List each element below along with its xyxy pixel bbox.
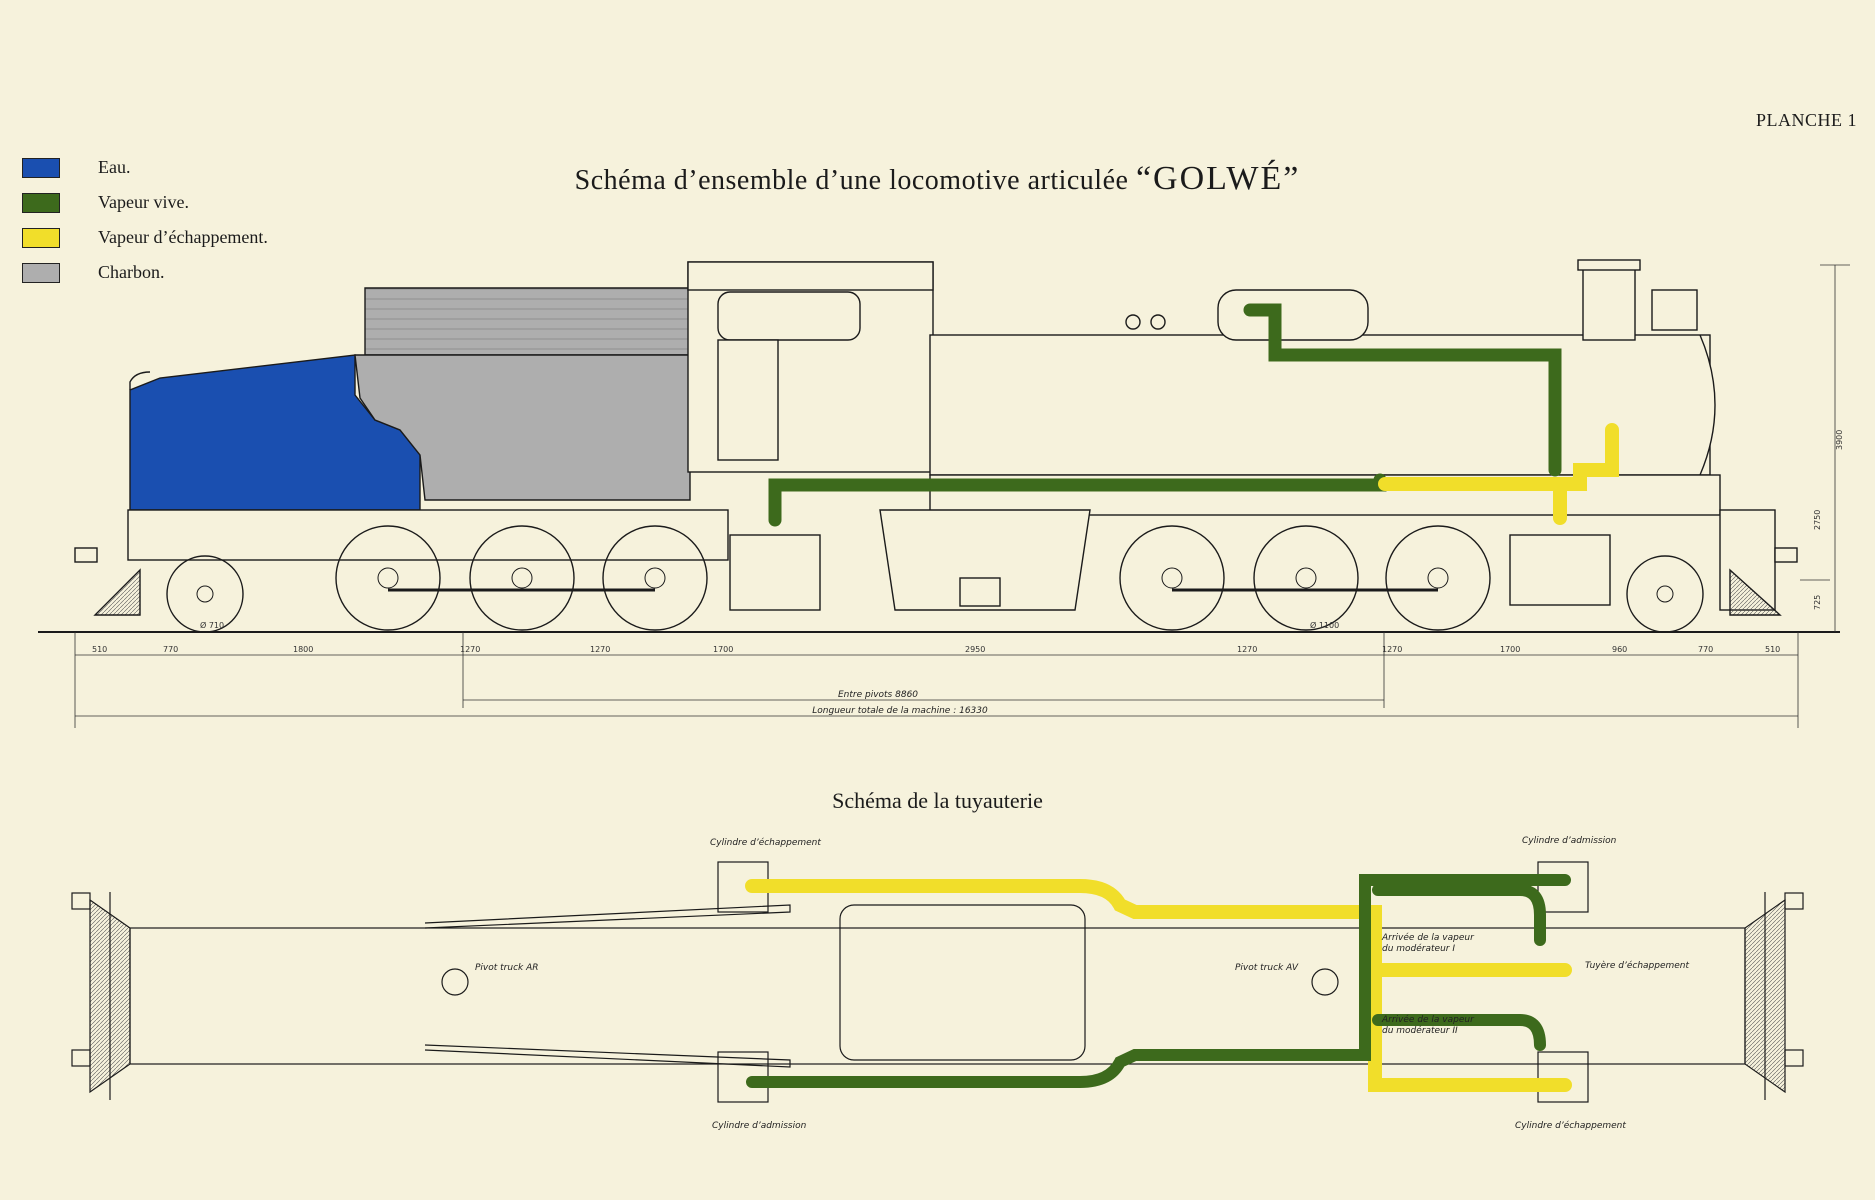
front-carrier-wheel	[1626, 555, 1704, 633]
wheel-f3	[1385, 525, 1491, 631]
legend-label-coal: Charbon.	[98, 262, 165, 282]
plan-live-steam-pipe	[746, 874, 1571, 1088]
note-cyl-adm-left: Cylindre d’admission	[712, 1121, 807, 1131]
legend-swatch-live-steam	[22, 192, 60, 213]
cyl-right-bottom	[1537, 1051, 1589, 1103]
chimney-cap	[1577, 259, 1641, 271]
height-dim-3: 725	[1813, 595, 1822, 610]
legend-swatch-coal	[22, 262, 60, 283]
wheel-diameter-large: Ø 1100	[1310, 620, 1339, 630]
dim-longueur-totale: Longueur totale de la machine : 16330	[812, 706, 988, 716]
note-tuyere: Tuyère d’échappement	[1585, 960, 1690, 971]
wheel-f1	[1119, 525, 1225, 631]
rear-buffer	[74, 547, 98, 563]
note-arrivee-1a: Arrivée de la vapeur	[1381, 932, 1475, 943]
headlamp	[1651, 289, 1698, 331]
wheels	[166, 525, 1704, 633]
legend-label-water: Eau.	[98, 157, 131, 177]
height-dim-1: 3900	[1835, 430, 1844, 450]
chimney	[1582, 264, 1636, 341]
legend: Eau. Vapeur vive. Vapeur d’échappement. …	[22, 150, 268, 290]
note-cyl-echap-left: Cylindre d’échappement	[710, 837, 821, 848]
height-dimensions	[1800, 264, 1850, 632]
dim-seg-7: 2950	[965, 645, 985, 654]
dim-seg-2: 770	[163, 645, 178, 654]
ash-pan	[879, 509, 1091, 611]
dim-seg-13: 510	[1765, 645, 1780, 654]
legend-item-coal: Charbon.	[22, 255, 268, 290]
rear-carrier-wheel	[166, 555, 244, 633]
plan-exhaust-pipe	[745, 879, 1572, 1092]
note-cyl-adm-right: Cylindre d’admission	[1522, 836, 1617, 846]
wheel-r3	[602, 525, 708, 631]
cab-roof	[687, 261, 934, 291]
front-pilot	[1729, 568, 1782, 616]
dim-seg-11: 960	[1612, 645, 1627, 654]
dim-seg-12: 770	[1698, 645, 1713, 654]
page-title: Schéma d’ensemble d’une locomotive artic…	[0, 160, 1875, 198]
whistle-2	[1150, 314, 1166, 330]
legend-label-live-steam: Vapeur vive.	[98, 192, 189, 212]
cab-door	[717, 339, 779, 461]
legend-label-exhaust-steam: Vapeur d’échappement.	[98, 227, 268, 247]
note-cyl-echap-right: Cylindre d’échappement	[1515, 1120, 1626, 1131]
note-pivot-ar: Pivot truck AR	[475, 963, 539, 973]
cab-window	[717, 291, 861, 341]
dim-seg-9: 1270	[1382, 645, 1402, 654]
piping-subtitle: Schéma de la tuyauterie	[832, 788, 1043, 813]
elevation-view	[38, 259, 1840, 633]
front-box	[1509, 534, 1611, 606]
dim-seg-4: 1270	[460, 645, 480, 654]
plan-frame	[129, 927, 1746, 1065]
steam-dome	[1217, 289, 1369, 341]
note-arrivee-1b: du modérateur I	[1382, 943, 1455, 954]
center-window	[959, 577, 1001, 607]
note-arrivee-2b: du modérateur II	[1382, 1025, 1458, 1036]
height-dim-2: 2750	[1813, 510, 1822, 530]
plate-label: PLANCHE 1	[1755, 110, 1857, 130]
note-arrivee-2a: Arrivée de la vapeur	[1381, 1014, 1475, 1025]
plan-rear-bar-top	[424, 904, 791, 929]
rear-pilot	[93, 568, 141, 616]
wheel-diameter-small: Ø 710	[200, 620, 224, 630]
title-main: Schéma d’ensemble d’une locomotive artic…	[574, 165, 1129, 196]
dim-seg-8: 1270	[1237, 645, 1257, 654]
legend-swatch-exhaust-steam	[22, 227, 60, 248]
legend-item-exhaust-steam: Vapeur d’échappement.	[22, 220, 268, 255]
rear-handrail	[129, 371, 151, 390]
water-box	[729, 534, 821, 611]
legend-item-water: Eau.	[22, 150, 268, 185]
wheel-r1	[335, 525, 441, 631]
dim-seg-1: 510	[92, 645, 107, 654]
dim-entre-pivots: Entre pivots 8860	[838, 690, 918, 700]
dim-seg-3: 1800	[293, 645, 313, 654]
elevation-exhaust-pipe	[1378, 423, 1619, 525]
front-buffer	[1774, 547, 1798, 563]
dim-seg-10: 1700	[1500, 645, 1520, 654]
smokebox-front	[1699, 334, 1716, 476]
title-locomotive-name: “GOLWÉ”	[1135, 160, 1301, 197]
dim-seg-5: 1270	[590, 645, 610, 654]
pivot-front	[1311, 968, 1339, 996]
piping-notes: Cylindre d’échappement Cylindre d’admiss…	[475, 836, 1690, 1131]
coal-bunker-top	[364, 287, 691, 356]
wheel-f2	[1253, 525, 1359, 631]
dimension-chain	[74, 632, 1799, 728]
legend-item-live-steam: Vapeur vive.	[22, 185, 268, 220]
whistle-1	[1125, 314, 1141, 330]
plan-rear-bar-bottom	[424, 1044, 791, 1068]
pivot-rear	[441, 968, 469, 996]
wheel-r2	[469, 525, 575, 631]
tender-frame	[127, 509, 729, 561]
note-pivot-av: Pivot truck AV	[1235, 963, 1299, 973]
dimension-segment-labels: 510 770 1800 1270 1270 1700 2950 1270 12…	[92, 645, 1780, 654]
piping-plan	[71, 861, 1804, 1103]
cyl-right-top	[1537, 861, 1589, 913]
legend-swatch-water	[22, 157, 60, 178]
dim-seg-6: 1700	[713, 645, 733, 654]
plan-center-box	[839, 904, 1086, 1061]
